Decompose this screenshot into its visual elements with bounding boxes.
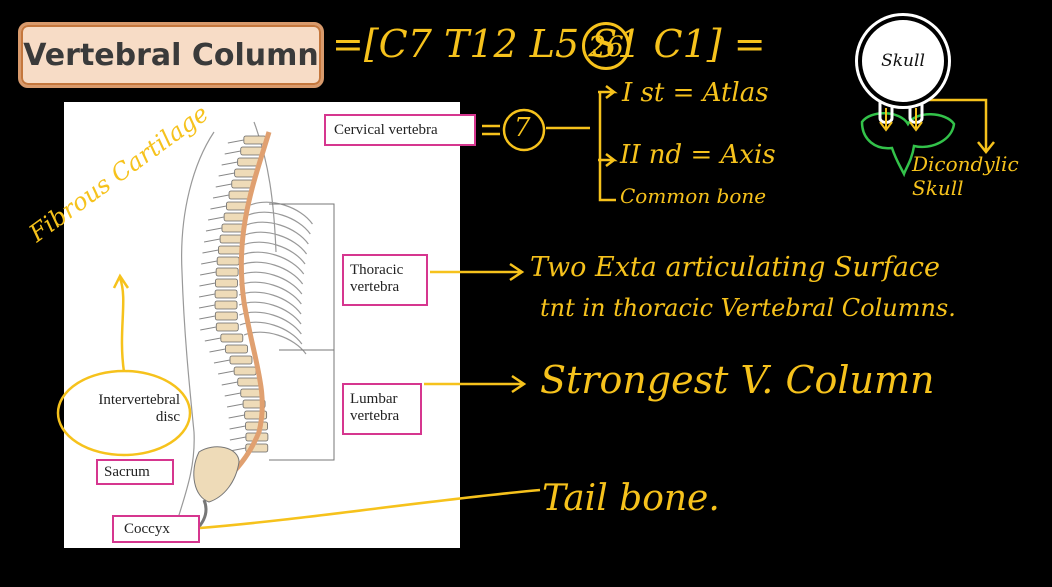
intervertebral-label-line1: Intervertebral (98, 392, 180, 408)
spinous-process (218, 172, 235, 177)
rib (242, 241, 306, 265)
sacrum-label: Sacrum (96, 459, 174, 485)
spinous-process (209, 348, 226, 353)
note-tail-bone: Tail bone. (542, 478, 720, 519)
rib (250, 201, 313, 225)
note-atlas: I st = Atlas (622, 78, 769, 108)
thoracic-label: Thoracic vertebra (342, 254, 428, 306)
cervical-count-circle (502, 108, 546, 152)
formula-total: 26 (582, 22, 630, 70)
rib (239, 271, 303, 295)
title-box: Vertebral Column (18, 22, 324, 88)
spinous-process (221, 161, 238, 166)
page-title: Vertebral Column (23, 37, 319, 73)
note-thoracic-2: tnt in thoracic Vertebral Columns. (540, 294, 956, 322)
spinous-process (199, 282, 216, 287)
rib (239, 281, 302, 305)
note-strongest: Strongest V. Column (540, 358, 935, 402)
spinous-process (207, 216, 225, 221)
cervical-label: Cervical vertebra (324, 114, 476, 146)
lumbar-label-line1: Lumbar (350, 391, 398, 407)
spinous-process (205, 227, 223, 232)
rib (244, 231, 308, 255)
intervertebral-ellipse (56, 369, 192, 457)
rib (246, 221, 309, 245)
spinous-process (221, 381, 238, 386)
spinous-process (224, 150, 241, 155)
thoracic-label-line1: Thoracic (350, 262, 404, 278)
spinous-process (199, 315, 216, 320)
thoracic-label-line2: vertebra (350, 279, 400, 295)
spinous-process (198, 293, 216, 298)
intervertebral-disc-label: Intervertebral disc (66, 392, 186, 436)
spinous-process (229, 425, 246, 430)
spinous-process (203, 238, 221, 243)
spinous-process (201, 260, 218, 265)
skull-label: Skull (881, 51, 925, 71)
coccyx-label: Coccyx (112, 515, 200, 543)
note-dicondylic: Dicondylic Skull (912, 152, 1019, 200)
note-thoracic-1: Two Exta articulating Surface (530, 252, 940, 283)
formula-text: =[C7 T12 L5 S1 C1] = (332, 22, 766, 66)
spinous-process (198, 304, 216, 309)
lumbar-label-line2: vertebra (350, 408, 400, 424)
spinous-process (200, 326, 217, 331)
note-common-bone: Common bone (620, 184, 767, 208)
note-axis: II nd = Axis (620, 140, 776, 170)
spinous-process (202, 249, 219, 254)
intervertebral-label-line2: disc (155, 409, 180, 425)
spinous-process (227, 139, 244, 144)
rib (241, 251, 305, 275)
rib (240, 261, 304, 285)
cervical-count: 7 (514, 113, 531, 143)
spinous-process (224, 392, 241, 397)
spinous-process (200, 271, 217, 276)
spinous-process (218, 370, 235, 375)
lumbar-label: Lumbar vertebra (342, 383, 422, 435)
spinous-process (228, 414, 245, 419)
spinous-process (212, 194, 230, 199)
spinous-process (204, 337, 221, 342)
spinous-process (210, 205, 227, 210)
spinous-process (215, 183, 232, 188)
formula-total-value: 26 (588, 29, 624, 63)
spine-illustration (173, 121, 335, 533)
rib (248, 211, 311, 235)
spinous-process (213, 359, 231, 364)
skull-condyle-graphic (860, 100, 956, 178)
skull-circle: Skull (858, 16, 948, 106)
spinous-process (226, 403, 244, 408)
spinous-process (229, 436, 247, 441)
